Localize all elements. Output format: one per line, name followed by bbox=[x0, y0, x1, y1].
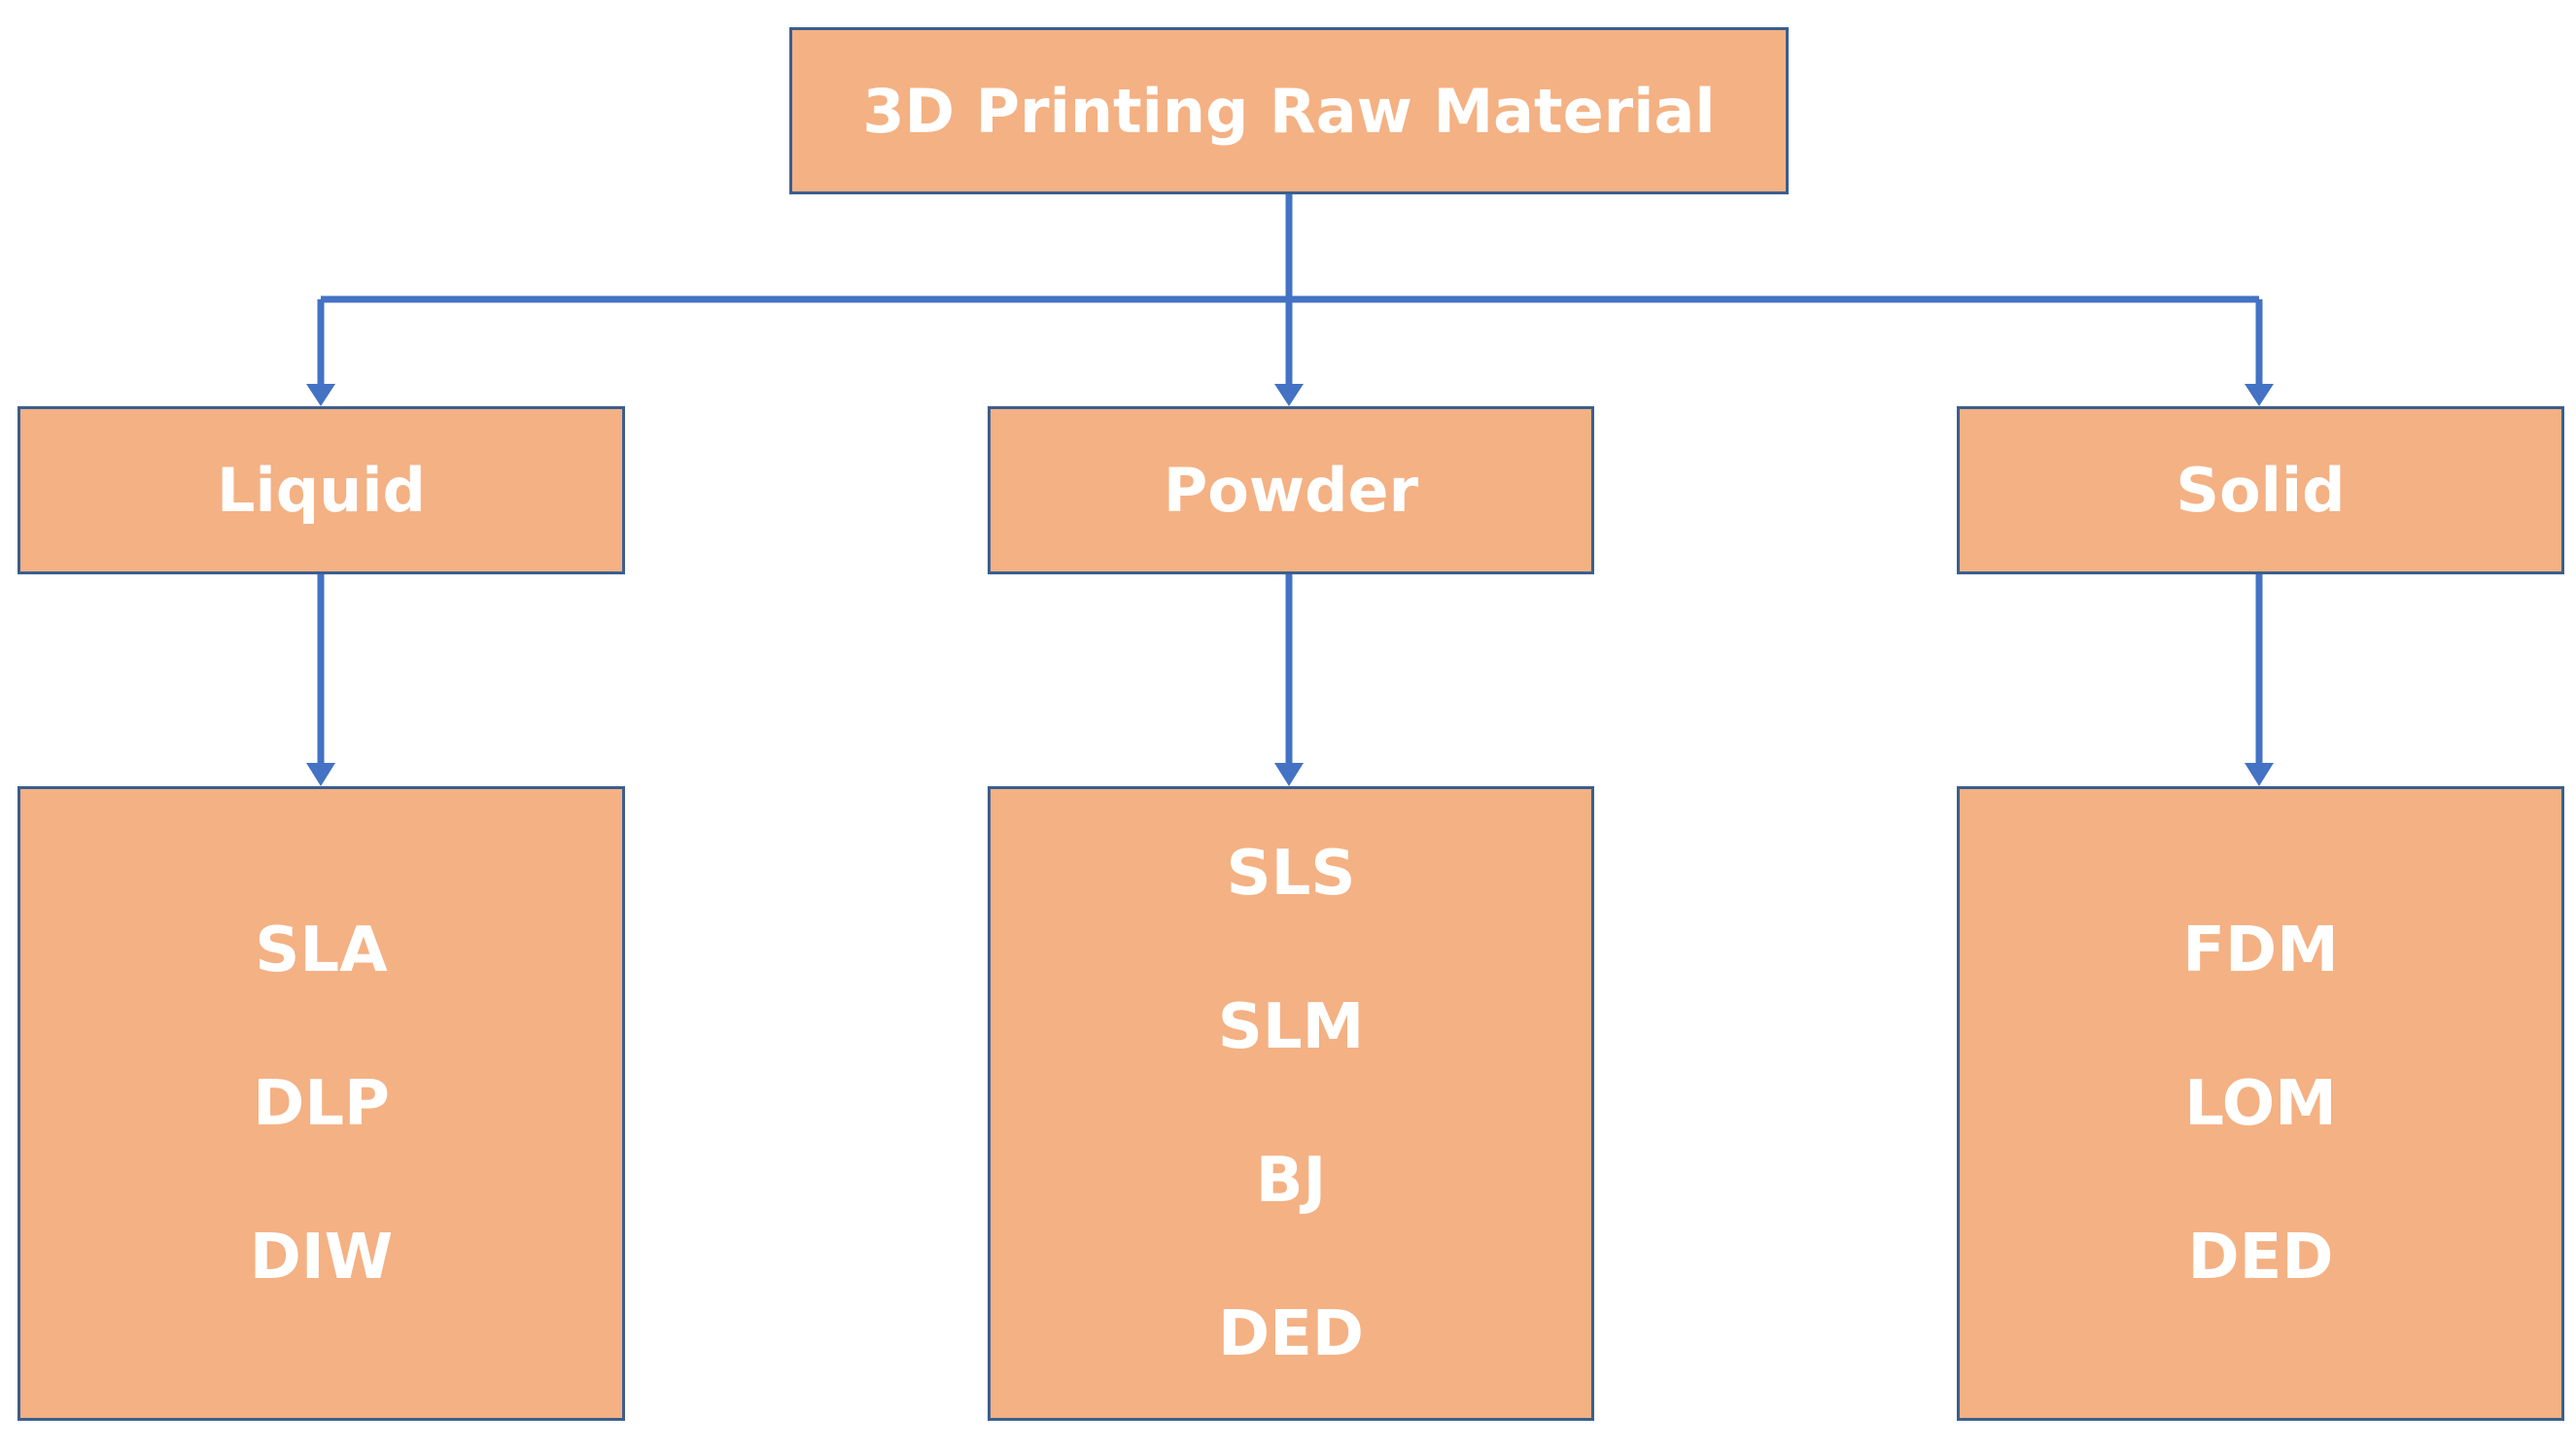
method-item: SLM bbox=[1217, 990, 1365, 1063]
category-liquid: Liquid bbox=[17, 406, 625, 574]
arrowhead-powder bbox=[1274, 384, 1304, 406]
method-item: SLA bbox=[255, 914, 388, 986]
arrowhead-powder-list bbox=[1274, 763, 1304, 786]
method-item: DED bbox=[1218, 1297, 1364, 1370]
method-item: DED bbox=[2187, 1221, 2334, 1294]
arrowhead-solid bbox=[2245, 384, 2274, 406]
method-item: DLP bbox=[253, 1067, 390, 1140]
category-powder-label: Powder bbox=[1163, 455, 1419, 526]
method-item: BJ bbox=[1255, 1144, 1327, 1217]
arrowhead-solid-list bbox=[2245, 763, 2274, 786]
method-item: SLS bbox=[1226, 837, 1356, 910]
category-liquid-label: Liquid bbox=[217, 455, 426, 526]
arrowhead-liquid-list bbox=[306, 763, 335, 786]
category-solid-label: Solid bbox=[2176, 455, 2346, 526]
method-item: FDM bbox=[2182, 914, 2339, 986]
root-node-label: 3D Printing Raw Material bbox=[862, 75, 1716, 147]
arrowhead-liquid bbox=[306, 384, 335, 406]
category-solid: Solid bbox=[1957, 406, 2564, 574]
methods-solid: FDM LOM DED bbox=[1957, 786, 2564, 1421]
method-item: LOM bbox=[2184, 1067, 2337, 1140]
root-node: 3D Printing Raw Material bbox=[789, 27, 1789, 194]
methods-powder: SLS SLM BJ DED bbox=[988, 786, 1594, 1421]
category-powder: Powder bbox=[988, 406, 1594, 574]
method-item: DIW bbox=[249, 1221, 394, 1294]
methods-liquid: SLA DLP DIW bbox=[17, 786, 625, 1421]
